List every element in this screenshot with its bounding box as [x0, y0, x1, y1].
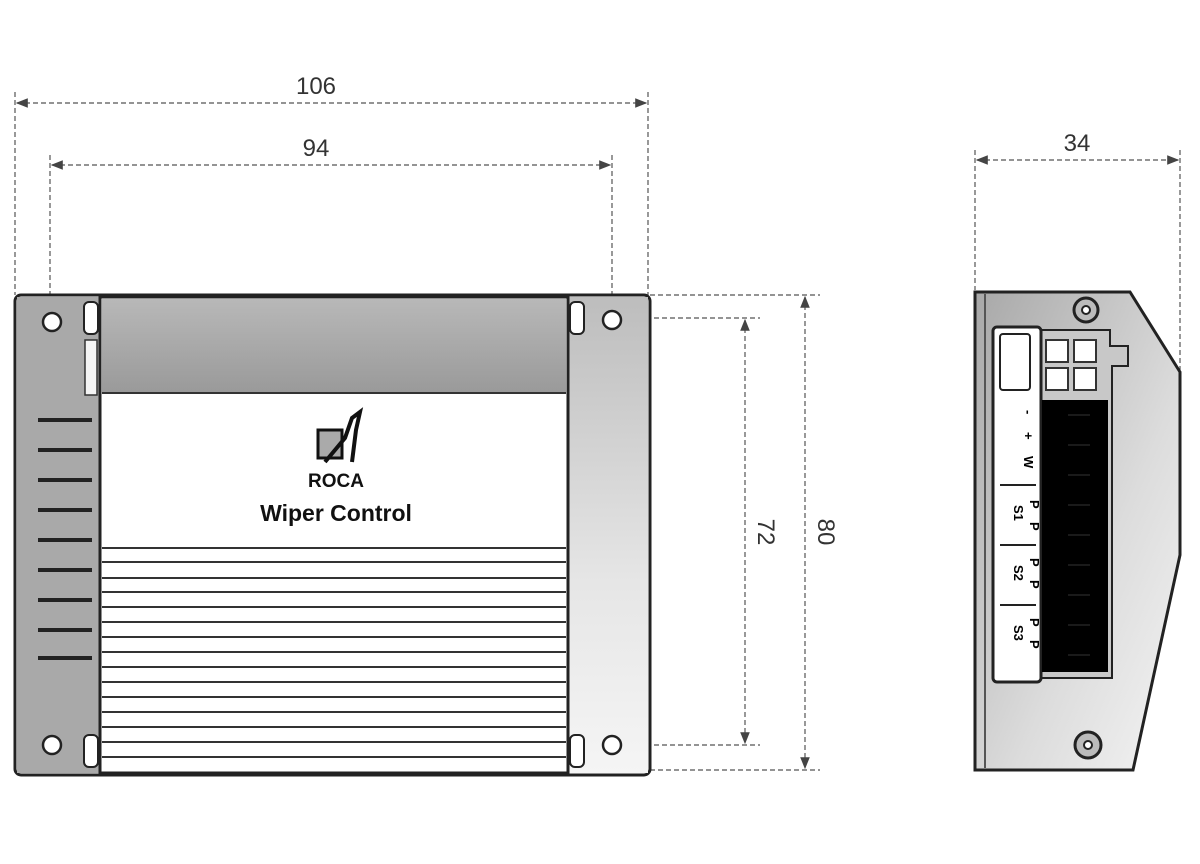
dimension-arrows [15, 98, 1180, 770]
front-view: ROCA Wiper Control [13, 293, 652, 777]
mounting-hole [41, 311, 63, 333]
dimension-overall-height: 80 [812, 519, 839, 546]
terminal-label: S3 [1011, 625, 1026, 641]
terminal-label: S1 [1011, 505, 1026, 521]
dimension-hole-height: 72 [752, 519, 779, 546]
terminal-label: - [1021, 410, 1036, 414]
dimension-hole-width: 94 [303, 135, 330, 162]
roca-logo-icon [316, 407, 364, 464]
terminal-label: P [1027, 580, 1042, 589]
terminal-label: P [1027, 522, 1042, 531]
terminal-label: + [1021, 432, 1036, 440]
brand-name: ROCA [308, 471, 364, 492]
dimension-lines [14, 92, 1181, 771]
vent-slots [38, 418, 92, 660]
terminal-label: P [1027, 558, 1042, 567]
product-name: Wiper Control [260, 500, 412, 526]
terminal-label: S2 [1011, 565, 1026, 581]
terminal-label: W [1021, 456, 1036, 469]
top-band [102, 299, 566, 392]
fuse-block [1045, 339, 1097, 391]
terminal-label: P [1027, 500, 1042, 509]
side-view: - + W P P S1 P P S2 P P S3 [973, 290, 1182, 772]
mounting-hole [601, 309, 623, 331]
terminal-labels [1000, 484, 1036, 606]
mounting-hole [41, 734, 63, 756]
dimension-overall-width: 106 [296, 73, 336, 100]
mounting-hole [601, 734, 623, 756]
terminal-label-strip [991, 325, 1043, 684]
dimension-depth: 34 [1064, 130, 1091, 157]
cooling-fins [102, 547, 566, 758]
terminal-label: P [1027, 618, 1042, 627]
terminal-block [1042, 400, 1108, 672]
terminal-label: P [1027, 640, 1042, 649]
